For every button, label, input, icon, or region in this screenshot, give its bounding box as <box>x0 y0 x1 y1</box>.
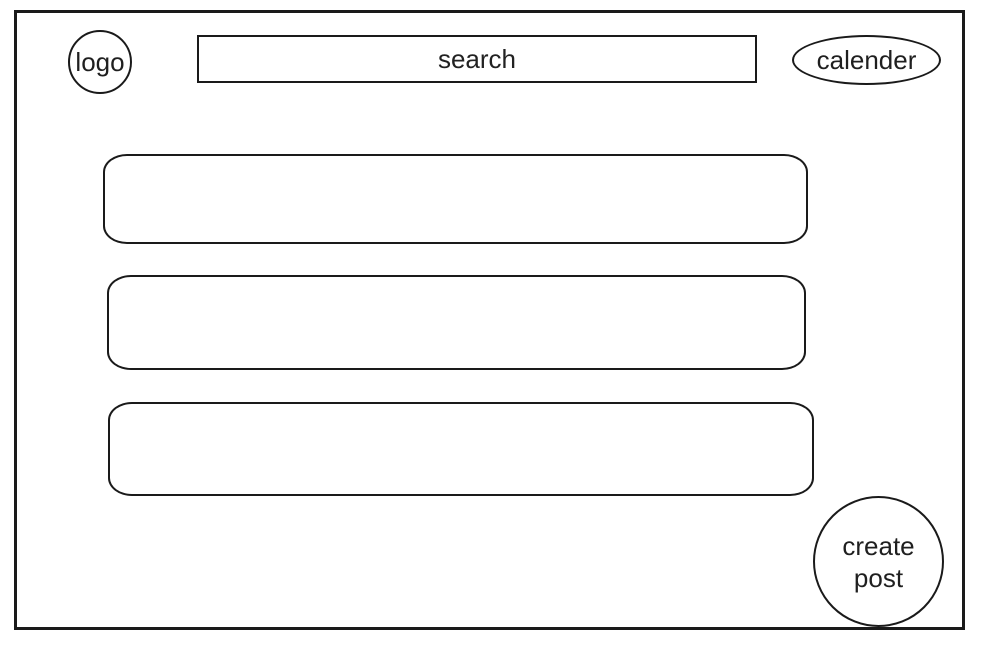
post-card[interactable] <box>103 154 808 244</box>
post-card[interactable] <box>107 275 806 370</box>
search-bar[interactable]: search <box>197 35 757 83</box>
calendar-button[interactable]: calender <box>792 35 941 85</box>
search-label: search <box>437 43 517 74</box>
create-post-label-line1: create <box>842 530 915 561</box>
logo-label: logo <box>75 46 125 77</box>
create-post-button[interactable]: create post <box>813 496 944 627</box>
calendar-label: calender <box>816 44 917 75</box>
post-card[interactable] <box>108 402 814 496</box>
create-post-label-line2: post <box>853 562 904 593</box>
logo[interactable]: logo <box>68 30 132 94</box>
